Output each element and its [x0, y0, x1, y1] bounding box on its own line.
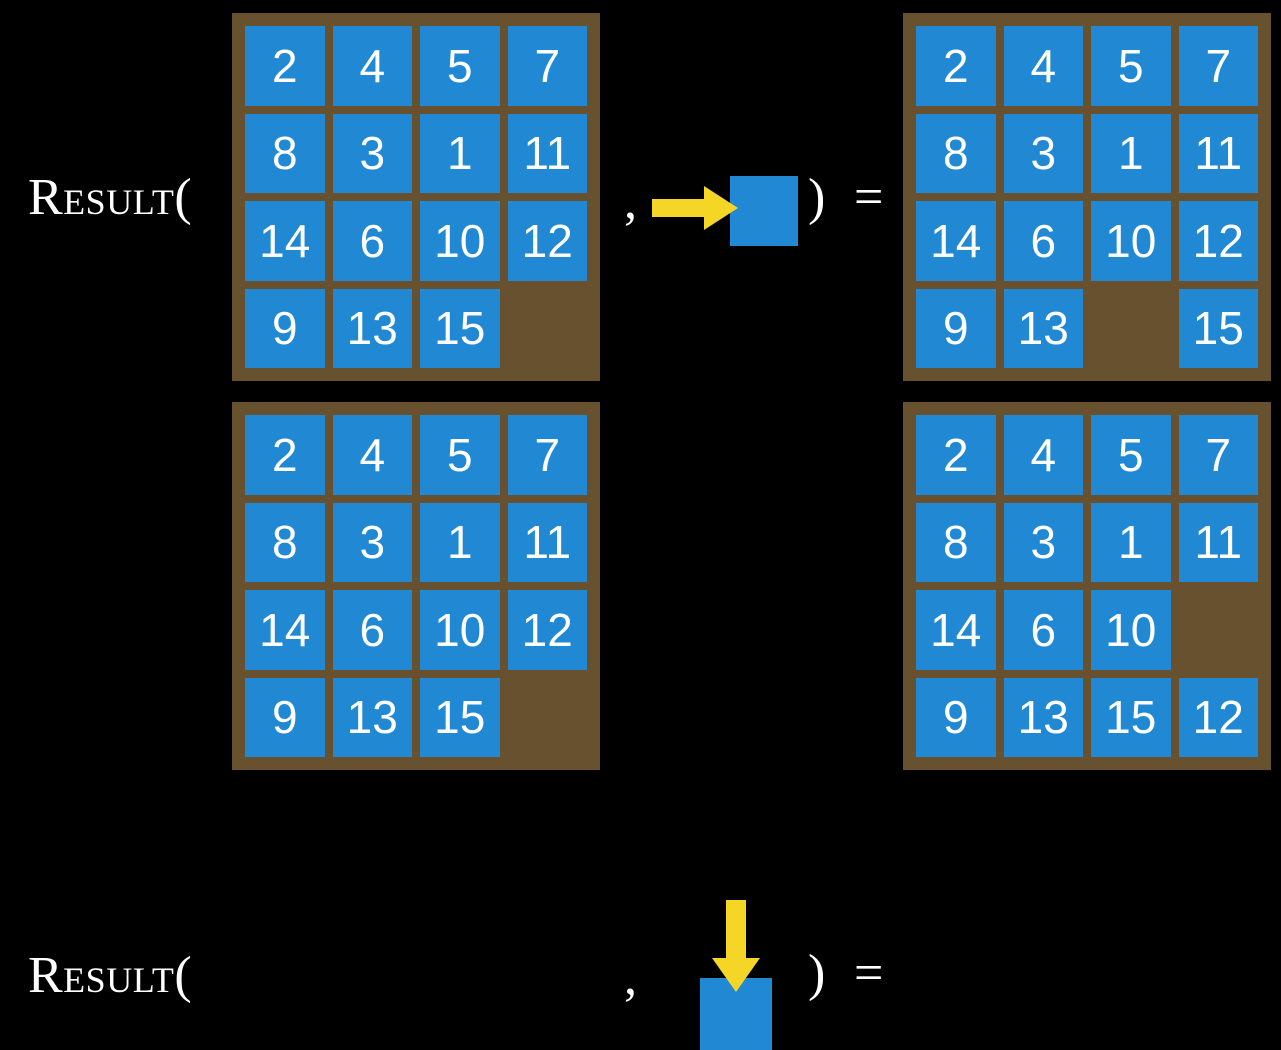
puzzle-tile[interactable]: 11: [507, 113, 587, 193]
puzzle-tile[interactable]: 4: [1003, 415, 1083, 495]
equals-sign: =: [854, 945, 884, 1002]
equation-row-slide-right: Result( 2 4 5 7 8 3 1 11 14 6 10 12 9 13…: [0, 0, 1281, 392]
puzzle-tile[interactable]: 12: [1178, 677, 1258, 757]
puzzle-tile[interactable]: 12: [507, 590, 587, 670]
puzzle-tile[interactable]: 13: [1003, 288, 1083, 368]
puzzle-tile[interactable]: 6: [332, 590, 412, 670]
puzzle-tile[interactable]: 14: [916, 201, 996, 281]
output-board: 2 4 5 7 8 3 1 11 14 6 10 9 13 15 12: [903, 402, 1271, 770]
equals-sign: =: [854, 169, 884, 226]
puzzle-tile[interactable]: 1: [420, 113, 500, 193]
puzzle-tile[interactable]: 15: [420, 677, 500, 757]
puzzle-tile[interactable]: 10: [420, 590, 500, 670]
puzzle-tile[interactable]: 10: [1091, 590, 1171, 670]
puzzle-tile[interactable]: 14: [245, 201, 325, 281]
closing-paren: ): [808, 169, 826, 226]
operator-group: , ) =: [612, 390, 897, 1050]
puzzle-tile[interactable]: 13: [1003, 677, 1083, 757]
puzzle-tile[interactable]: 7: [507, 415, 587, 495]
puzzle-tile[interactable]: 13: [332, 677, 412, 757]
puzzle-tile[interactable]: 12: [1178, 201, 1258, 281]
input-board: 2 4 5 7 8 3 1 11 14 6 10 12 9 13 15: [232, 402, 600, 770]
puzzle-tile[interactable]: 6: [332, 201, 412, 281]
result-function-label: Result(: [28, 169, 193, 226]
puzzle-grid: 2 4 5 7 8 3 1 11 14 6 10 12 9 13 15: [245, 26, 587, 368]
puzzle-tile[interactable]: 14: [245, 590, 325, 670]
puzzle-tile[interactable]: 3: [332, 502, 412, 582]
puzzle-tile[interactable]: 5: [420, 26, 500, 106]
puzzle-tile[interactable]: 2: [245, 415, 325, 495]
puzzle-blank-cell: [1091, 289, 1171, 369]
puzzle-tile[interactable]: 7: [1178, 26, 1258, 106]
arrow-down-icon: [712, 900, 760, 992]
puzzle-tile[interactable]: 1: [1091, 502, 1171, 582]
puzzle-tile[interactable]: 11: [507, 502, 587, 582]
argument-separator-comma: ,: [624, 173, 637, 230]
puzzle-grid: 2 4 5 7 8 3 1 11 14 6 10 12 9 13 15: [245, 415, 587, 757]
closing-paren: ): [808, 945, 826, 1002]
puzzle-blank-cell: [1179, 590, 1259, 670]
puzzle-tile[interactable]: 2: [245, 26, 325, 106]
puzzle-tile[interactable]: 5: [1091, 26, 1171, 106]
puzzle-tile[interactable]: 8: [245, 502, 325, 582]
puzzle-tile[interactable]: 2: [916, 26, 996, 106]
puzzle-tile[interactable]: 4: [1003, 26, 1083, 106]
move-tile[interactable]: [730, 176, 798, 246]
puzzle-tile[interactable]: 6: [1003, 590, 1083, 670]
puzzle-tile[interactable]: 15: [1178, 288, 1258, 368]
puzzle-tile[interactable]: 10: [420, 201, 500, 281]
puzzle-tile[interactable]: 4: [332, 415, 412, 495]
puzzle-tile[interactable]: 1: [1091, 113, 1171, 193]
puzzle-tile[interactable]: 8: [916, 113, 996, 193]
puzzle-tile[interactable]: 11: [1178, 113, 1258, 193]
puzzle-tile[interactable]: 2: [916, 415, 996, 495]
puzzle-tile[interactable]: 11: [1178, 502, 1258, 582]
puzzle-tile[interactable]: 6: [1003, 201, 1083, 281]
puzzle-tile[interactable]: 9: [245, 677, 325, 757]
puzzle-tile[interactable]: 5: [420, 415, 500, 495]
puzzle-tile[interactable]: 5: [1091, 415, 1171, 495]
equation-row-slide-down: Result( 2 4 5 7 8 3 1 11 14 6 10 12 9 13…: [0, 390, 1281, 1050]
puzzle-blank-cell: [508, 289, 588, 369]
puzzle-tile[interactable]: 14: [916, 590, 996, 670]
puzzle-tile[interactable]: 3: [1003, 502, 1083, 582]
puzzle-tile[interactable]: 7: [507, 26, 587, 106]
argument-separator-comma: ,: [624, 949, 637, 1006]
result-function-label: Result(: [28, 947, 193, 1004]
input-board: 2 4 5 7 8 3 1 11 14 6 10 12 9 13 15: [232, 13, 600, 381]
puzzle-tile[interactable]: 7: [1178, 415, 1258, 495]
puzzle-tile[interactable]: 3: [332, 113, 412, 193]
puzzle-grid: 2 4 5 7 8 3 1 11 14 6 10 12 9 13 15: [916, 26, 1258, 368]
puzzle-tile[interactable]: 9: [245, 288, 325, 368]
puzzle-tile[interactable]: 10: [1091, 201, 1171, 281]
puzzle-tile[interactable]: 15: [420, 288, 500, 368]
puzzle-tile[interactable]: 12: [507, 201, 587, 281]
output-board: 2 4 5 7 8 3 1 11 14 6 10 12 9 13 15: [903, 13, 1271, 381]
puzzle-tile[interactable]: 8: [245, 113, 325, 193]
puzzle-tile[interactable]: 8: [916, 502, 996, 582]
puzzle-tile[interactable]: 9: [916, 677, 996, 757]
puzzle-tile[interactable]: 15: [1091, 677, 1171, 757]
puzzle-tile[interactable]: 3: [1003, 113, 1083, 193]
puzzle-tile[interactable]: 9: [916, 288, 996, 368]
puzzle-blank-cell: [508, 678, 588, 758]
arrow-right-icon: [652, 186, 738, 230]
operator-group: , ) =: [612, 0, 897, 392]
puzzle-tile[interactable]: 4: [332, 26, 412, 106]
puzzle-tile[interactable]: 1: [420, 502, 500, 582]
puzzle-grid: 2 4 5 7 8 3 1 11 14 6 10 9 13 15 12: [916, 415, 1258, 757]
puzzle-tile[interactable]: 13: [332, 288, 412, 368]
